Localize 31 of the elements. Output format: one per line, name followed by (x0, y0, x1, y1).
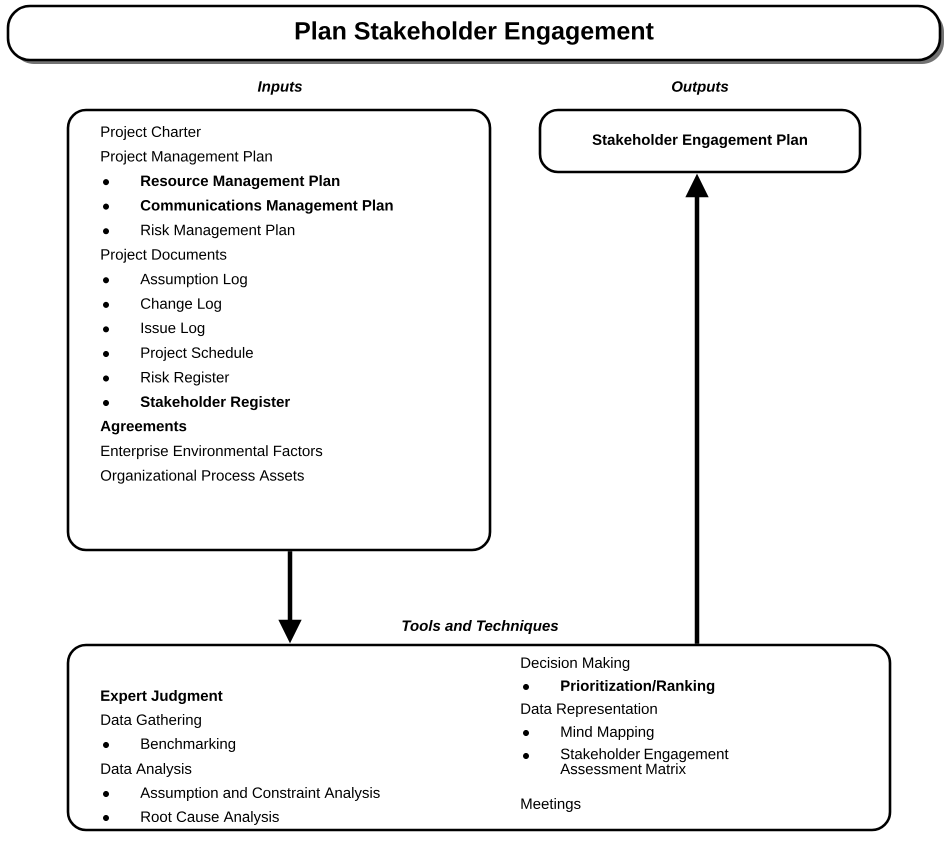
heading: Tools and Techniques (402, 620, 558, 634)
list-item: Resource Management Plan (141, 175, 340, 190)
output-item: Stakeholder Engagement Plan (592, 134, 807, 148)
list-item: Project Management Plan (101, 150, 272, 165)
list-item: Meetings (521, 798, 580, 812)
list-item: Prioritization/Ranking (561, 680, 714, 694)
list-item: Enterprise Environmental Factors (101, 445, 322, 460)
list-item: Risk Register (141, 372, 230, 386)
list-item: Stakeholder Register (140, 396, 290, 410)
heading: Outputs (672, 81, 728, 95)
list-item: Root Cause Analysis (141, 811, 279, 825)
list-item: Assumption and Constraint Analysis (140, 787, 380, 801)
list-item: Project Schedule (141, 346, 253, 361)
list-item: Expert Judgment (101, 690, 223, 704)
list-item: Change Log (140, 298, 221, 312)
heading: Inputs (258, 81, 302, 95)
list-item: Issue Log (142, 322, 204, 336)
list-item: Data Analysis (101, 763, 192, 777)
list-item: Communications Management Plan (140, 200, 393, 214)
list-item: Mind Mapping (561, 726, 654, 740)
list-item: Project Documents (101, 248, 226, 263)
list-item: Data Representation (521, 703, 657, 717)
list-item: Decision Making (521, 657, 630, 671)
list-item: Organizational Process Assets (100, 470, 304, 484)
list-item: Agreements (100, 420, 186, 434)
list-item: Data Gathering (101, 714, 201, 728)
list-item: Risk Management Plan (141, 224, 294, 238)
list-item: Assumption Log (140, 273, 247, 288)
list-item: Project Charter (101, 126, 201, 140)
list-item: Benchmarking (141, 738, 236, 752)
list-item: Stakeholder Engagement Assessment Matrix (560, 748, 729, 774)
